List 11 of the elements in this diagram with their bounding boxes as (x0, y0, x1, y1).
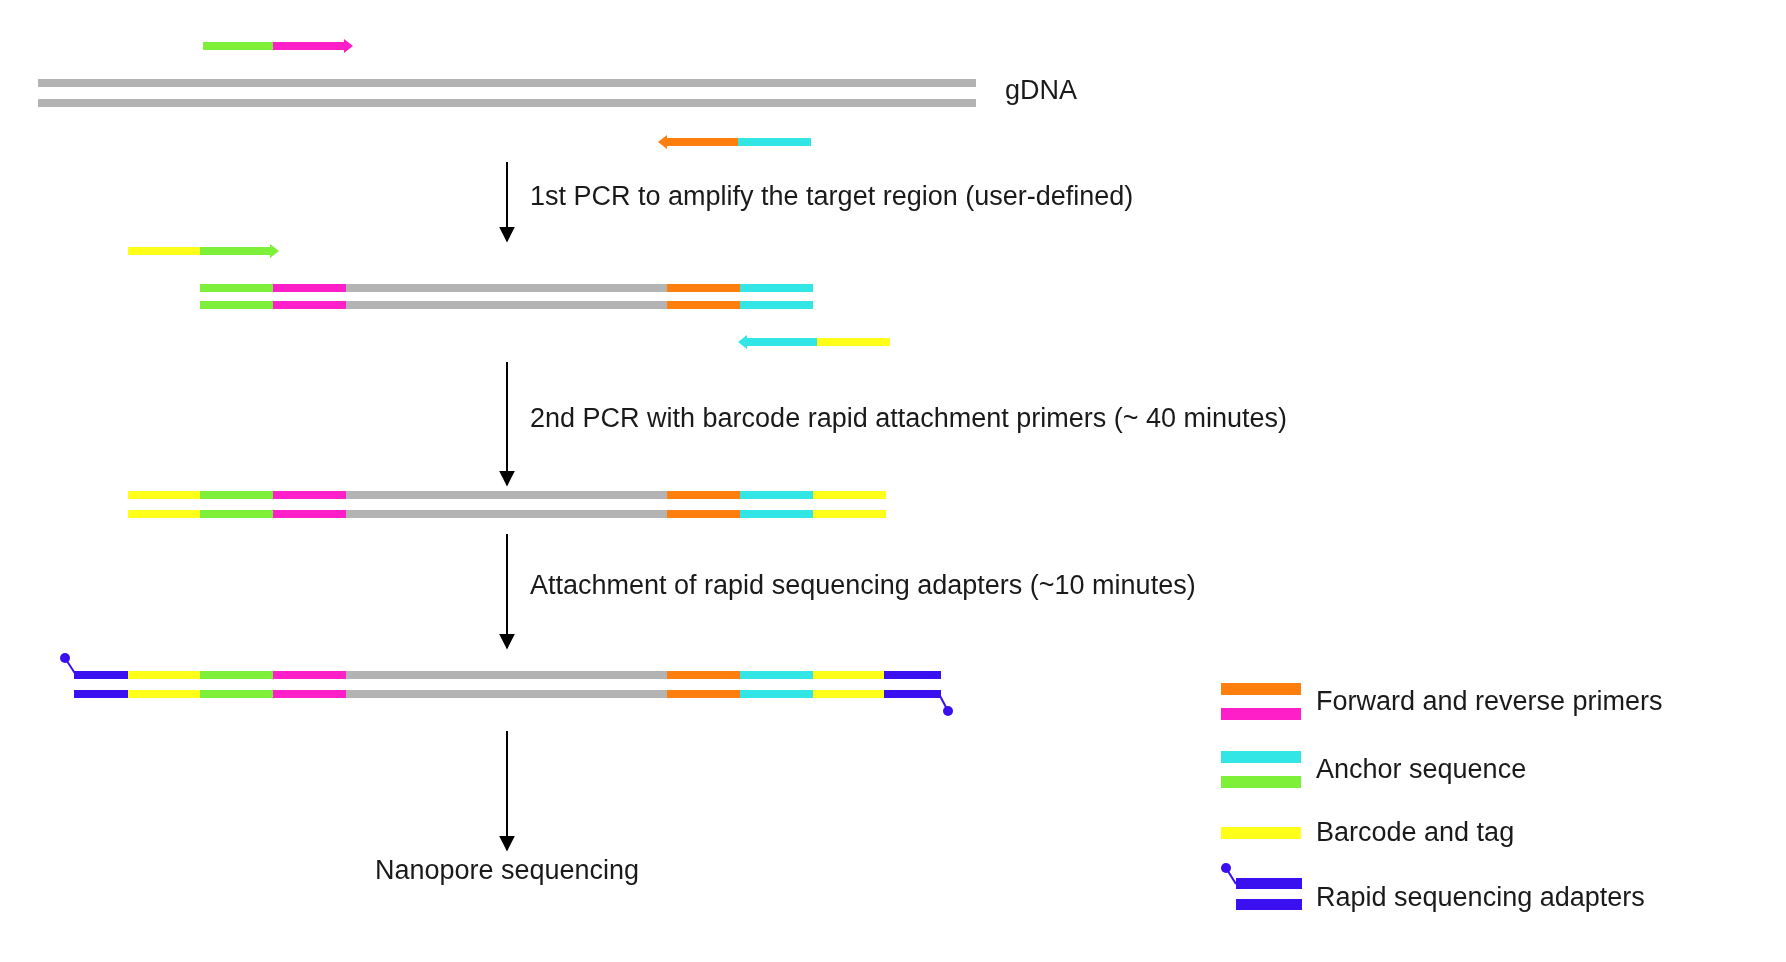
legend-text: Rapid sequencing adapters (1316, 884, 1645, 911)
legend-text: Barcode and tag (1316, 819, 1515, 846)
process-step: Nanopore sequencing (347, 852, 667, 888)
arrow (499, 361, 515, 487)
arrow (499, 161, 515, 243)
molecule-label: gDNA (1005, 77, 1078, 104)
arrow (499, 533, 515, 650)
arrow (499, 730, 515, 852)
legend-text: Anchor sequence (1316, 756, 1527, 783)
dna-strand-drawing (58, 650, 955, 719)
legend-text: Forward and reverse primers (1316, 688, 1663, 715)
